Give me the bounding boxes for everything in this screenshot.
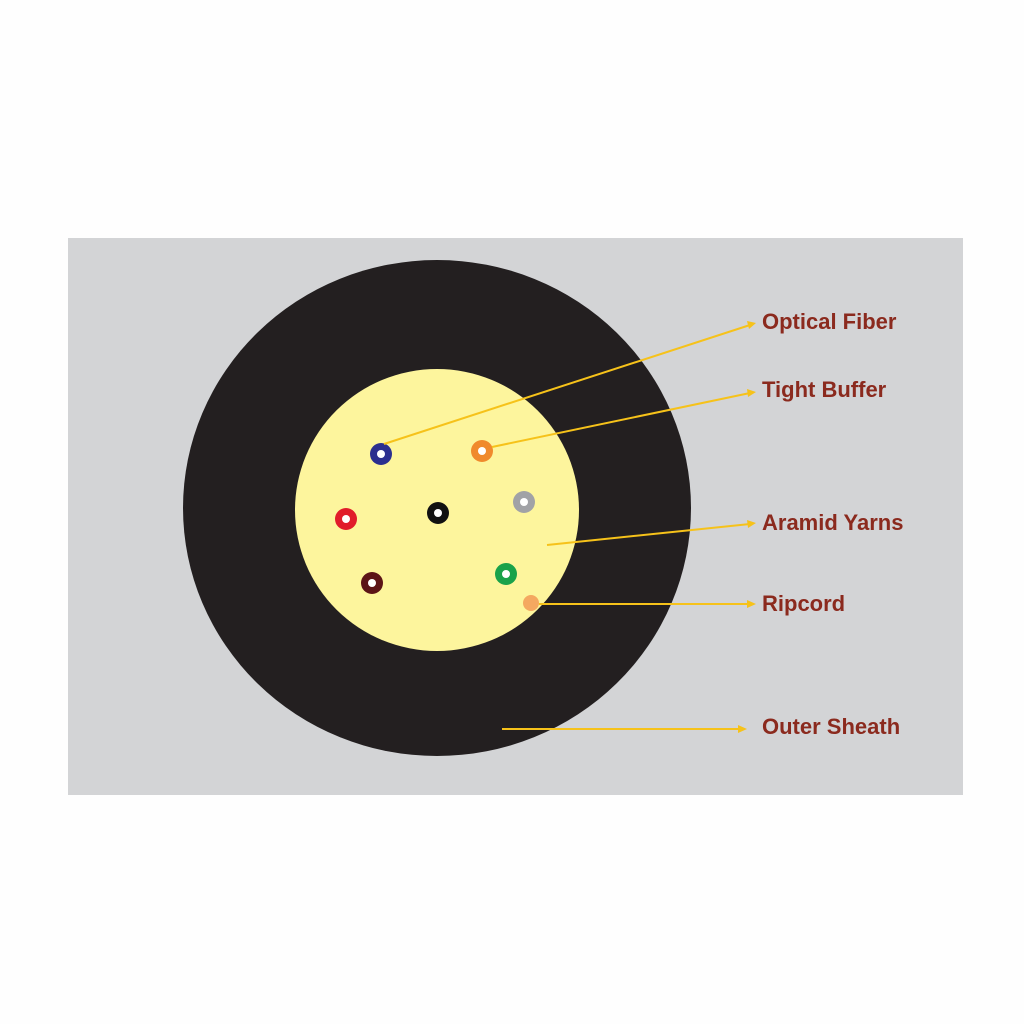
red-fiber: [335, 508, 357, 530]
tight-buffer-label: Tight Buffer: [762, 377, 887, 402]
ripcord: [523, 595, 539, 611]
optical-fiber-leader: [383, 321, 756, 445]
optical-fiber-label: Optical Fiber: [762, 309, 897, 334]
outer-sheath-label: Outer Sheath: [762, 714, 900, 739]
tight-buffer-leader: [491, 389, 756, 448]
aramid-yarns-leader: [546, 520, 756, 546]
blue-fiber: [370, 443, 392, 465]
black-fiber: [427, 502, 449, 524]
orange-fiber: [471, 440, 493, 462]
ripcord-label: Ripcord: [762, 591, 845, 616]
brown-fiber: [361, 572, 383, 594]
aramid-yarns-label: Aramid Yarns: [762, 510, 903, 535]
gray-fiber: [513, 491, 535, 513]
outer-sheath-leader: [502, 725, 747, 733]
green-fiber: [495, 563, 517, 585]
ripcord-leader: [539, 600, 756, 608]
